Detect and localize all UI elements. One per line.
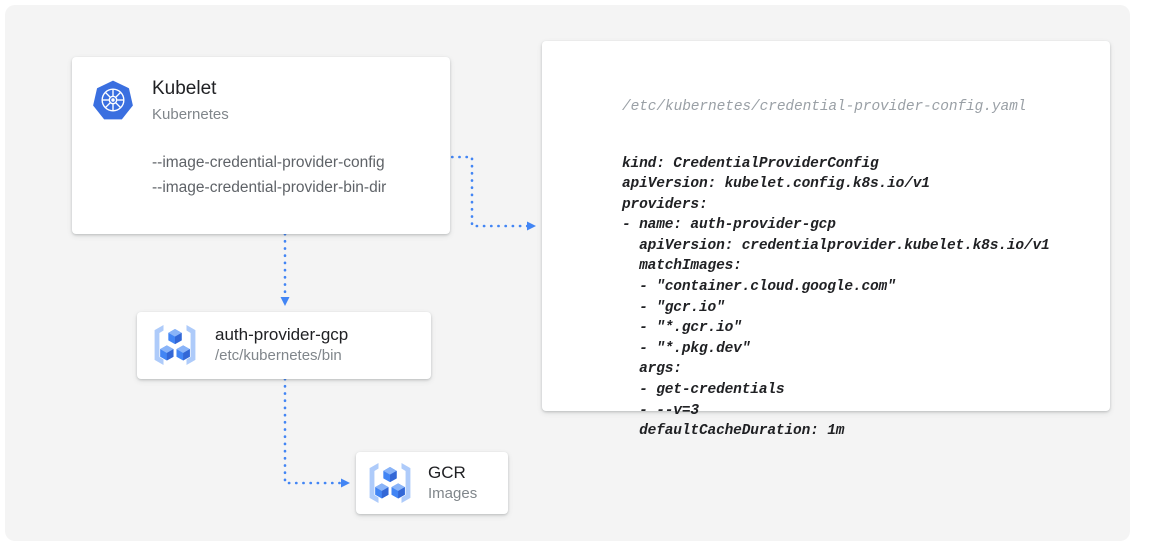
- auth-provider-card-titles: auth-provider-gcp /etc/kubernetes/bin: [215, 324, 348, 366]
- kubelet-config-flag: --image-credential-provider-config: [152, 154, 385, 171]
- kubelet-card-titles: Kubelet Kubernetes: [152, 77, 229, 126]
- gcr-card-titles: GCR Images: [428, 462, 477, 504]
- kubelet-card-header: Kubelet Kubernetes: [92, 77, 229, 126]
- kubelet-card-title: Kubelet: [152, 78, 217, 99]
- credential-provider-config-card[interactable]: /etc/kubernetes/credential-provider-conf…: [542, 41, 1110, 439]
- gcr-card[interactable]: GCR Images: [356, 452, 508, 514]
- gcr-card-subtitle: Images: [428, 485, 478, 502]
- gcp-container-registry-icon: [154, 324, 196, 366]
- kubelet-flag-list: --image-credential-provider-config --ima…: [152, 150, 386, 200]
- auth-provider-card-inner: auth-provider-gcp /etc/kubernetes/bin: [151, 322, 348, 368]
- yaml-file-path: /etc/kubernetes/credential-provider-conf…: [622, 99, 1027, 115]
- kubelet-card[interactable]: Kubelet Kubernetes --image-credential-pr…: [72, 57, 450, 234]
- kubernetes-icon: [93, 80, 133, 120]
- auth-provider-card-title: auth-provider-gcp: [215, 325, 349, 344]
- auth-provider-card[interactable]: auth-provider-gcp /etc/kubernetes/bin: [137, 312, 431, 379]
- auth-provider-card-subtitle: /etc/kubernetes/bin: [215, 347, 342, 364]
- gcp-container-registry-icon: [369, 462, 411, 504]
- yaml-content: kind: CredentialProviderConfig apiVersio…: [622, 155, 1050, 440]
- kubelet-bin-dir-flag: --image-credential-provider-bin-dir: [152, 179, 387, 196]
- gcr-card-title: GCR: [428, 463, 466, 482]
- kubelet-card-subtitle: Kubernetes: [152, 106, 229, 123]
- gcr-card-inner: GCR Images: [366, 460, 477, 506]
